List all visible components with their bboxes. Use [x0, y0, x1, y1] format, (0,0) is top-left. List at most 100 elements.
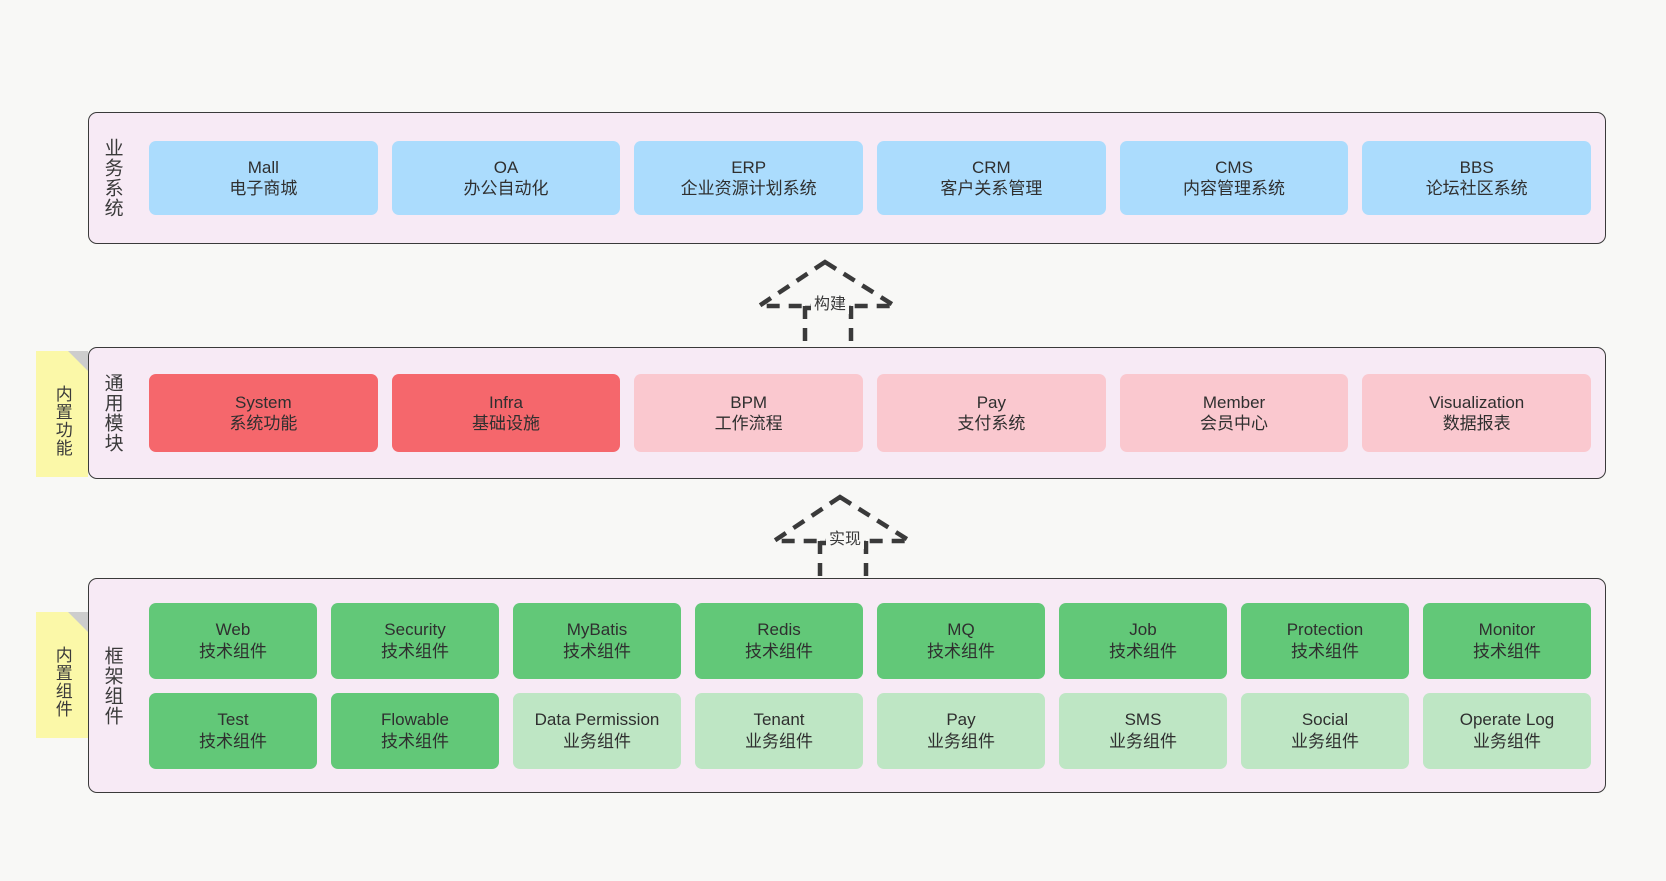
- card-name: Redis: [757, 620, 801, 640]
- card-desc: 业务组件: [1291, 731, 1359, 751]
- card-operate-log[interactable]: Operate Log 业务组件: [1423, 692, 1591, 769]
- card-name: Monitor: [1478, 620, 1536, 640]
- card-name: Infra: [488, 392, 524, 412]
- card-crm[interactable]: CRM 客户关系管理: [877, 141, 1106, 215]
- connector-implement-label: 实现: [826, 525, 865, 549]
- card-system[interactable]: System 系统功能: [149, 374, 378, 452]
- card-desc: 电子商城: [229, 179, 298, 198]
- card-redis[interactable]: Redis 技术组件: [695, 602, 863, 679]
- card-desc: 技术组件: [1473, 641, 1541, 661]
- card-name: Mall: [247, 157, 279, 177]
- card-desc: 业务组件: [927, 731, 995, 751]
- card-desc: 业务组件: [563, 731, 631, 751]
- card-desc: 客户关系管理: [940, 179, 1043, 198]
- card-name: Social: [1301, 710, 1349, 730]
- card-name: OA: [493, 157, 519, 177]
- layer-framework-component: 框架组件 Web 技术组件 Security 技术组件 MyBatis 技术组件…: [88, 578, 1606, 793]
- card-name: Flowable: [380, 710, 450, 730]
- card-desc: 技术组件: [927, 641, 995, 661]
- note-builtin-function: 内置功能: [36, 351, 88, 477]
- card-row: Mall 电子商城 OA 办公自动化 ERP 企业资源计划系统 CRM 客户关系…: [149, 141, 1592, 215]
- layer-body-framework-component: Web 技术组件 Security 技术组件 MyBatis 技术组件 Redi…: [135, 579, 1605, 792]
- card-protection[interactable]: Protection 技术组件: [1241, 602, 1409, 679]
- layer-title-framework-component: 框架组件: [101, 645, 123, 726]
- card-name: Test: [217, 710, 249, 730]
- card-visualization[interactable]: Visualization 数据报表: [1362, 374, 1592, 452]
- card-desc: 系统功能: [229, 414, 298, 433]
- card-data-permission[interactable]: Data Permission 业务组件: [513, 692, 681, 769]
- card-desc: 企业资源计划系统: [680, 179, 817, 198]
- layer-common-module: 通用模块 System 系统功能 Infra 基础设施 BPM 工作流程 Pay…: [88, 347, 1606, 479]
- card-name: Protection: [1286, 620, 1364, 640]
- card-bpm[interactable]: BPM 工作流程: [634, 374, 864, 452]
- card-mq[interactable]: MQ 技术组件: [877, 602, 1045, 679]
- card-desc: 技术组件: [199, 731, 267, 751]
- layer-body-business-system: Mall 电子商城 OA 办公自动化 ERP 企业资源计划系统 CRM 客户关系…: [135, 113, 1605, 243]
- card-member[interactable]: Member 会员中心: [1119, 374, 1349, 452]
- card-desc: 技术组件: [1109, 641, 1177, 661]
- card-desc: 办公自动化: [463, 179, 549, 198]
- card-desc: 工作流程: [714, 414, 783, 433]
- card-name: CRM: [971, 157, 1011, 177]
- note-label: 内置组件: [52, 646, 72, 718]
- card-name: Tenant: [753, 710, 805, 730]
- card-desc: 技术组件: [563, 641, 631, 661]
- card-test[interactable]: Test 技术组件: [149, 692, 317, 769]
- card-desc: 基础设施: [472, 414, 540, 433]
- card-desc: 会员中心: [1200, 414, 1269, 433]
- card-row: Test 技术组件 Flowable 技术组件 Data Permission …: [149, 692, 1591, 769]
- connector-implement: 实现: [766, 493, 920, 585]
- card-name: Web: [215, 620, 251, 640]
- card-name: Member: [1202, 392, 1266, 412]
- card-row: System 系统功能 Infra 基础设施 BPM 工作流程 Pay 支付系统…: [149, 374, 1592, 452]
- card-desc: 技术组件: [745, 641, 813, 661]
- card-erp[interactable]: ERP 企业资源计划系统: [634, 141, 864, 215]
- layer-title-common-module: 通用模块: [101, 373, 123, 453]
- card-name: Visualization: [1429, 392, 1525, 412]
- card-oa[interactable]: OA 办公自动化: [391, 141, 621, 215]
- layer-business-system: 业务系统 Mall 电子商城 OA 办公自动化 ERP 企业资源计划系统 CRM…: [88, 112, 1606, 244]
- card-name: System: [234, 392, 292, 412]
- card-name: Job: [1129, 620, 1157, 640]
- card-name: CMS: [1215, 157, 1253, 177]
- card-desc: 技术组件: [199, 641, 267, 661]
- connector-build-label: 构建: [811, 290, 850, 314]
- card-job[interactable]: Job 技术组件: [1059, 602, 1227, 679]
- card-mall[interactable]: Mall 电子商城: [149, 141, 378, 215]
- card-social[interactable]: Social 业务组件: [1241, 692, 1409, 769]
- card-desc: 支付系统: [957, 414, 1026, 433]
- card-desc: 业务组件: [1473, 731, 1541, 751]
- card-pay-module[interactable]: Pay 支付系统: [877, 374, 1106, 452]
- layer-body-common-module: System 系统功能 Infra 基础设施 BPM 工作流程 Pay 支付系统…: [135, 348, 1605, 478]
- card-name: ERP: [731, 157, 767, 177]
- card-mybatis[interactable]: MyBatis 技术组件: [513, 602, 681, 679]
- card-desc: 内容管理系统: [1183, 179, 1286, 198]
- card-desc: 论坛社区系统: [1425, 179, 1528, 198]
- card-tenant[interactable]: Tenant 业务组件: [695, 692, 863, 769]
- card-web[interactable]: Web 技术组件: [149, 602, 317, 679]
- card-flowable[interactable]: Flowable 技术组件: [331, 692, 499, 769]
- card-desc: 技术组件: [1291, 641, 1359, 661]
- card-name: Operate Log: [1459, 710, 1555, 730]
- note-builtin-component: 内置组件: [36, 612, 88, 738]
- card-monitor[interactable]: Monitor 技术组件: [1423, 602, 1591, 679]
- card-row: Web 技术组件 Security 技术组件 MyBatis 技术组件 Redi…: [149, 602, 1591, 679]
- card-infra[interactable]: Infra 基础设施: [391, 374, 621, 452]
- card-name: MyBatis: [566, 620, 628, 640]
- card-desc: 数据报表: [1442, 414, 1511, 433]
- card-sms[interactable]: SMS 业务组件: [1059, 692, 1227, 769]
- connector-build: 构建: [751, 258, 905, 350]
- card-name: MQ: [947, 620, 975, 640]
- layer-title-business-system: 业务系统: [101, 138, 123, 218]
- card-security[interactable]: Security 技术组件: [331, 602, 499, 679]
- card-name: BPM: [730, 392, 768, 412]
- card-name: SMS: [1124, 710, 1162, 730]
- card-bbs[interactable]: BBS 论坛社区系统: [1362, 141, 1592, 215]
- card-cms[interactable]: CMS 内容管理系统: [1119, 141, 1349, 215]
- note-label: 内置功能: [52, 385, 72, 457]
- card-desc: 技术组件: [381, 641, 449, 661]
- card-pay-component[interactable]: Pay 业务组件: [877, 692, 1045, 769]
- card-name: Data Permission: [534, 710, 660, 730]
- card-desc: 业务组件: [1109, 731, 1177, 751]
